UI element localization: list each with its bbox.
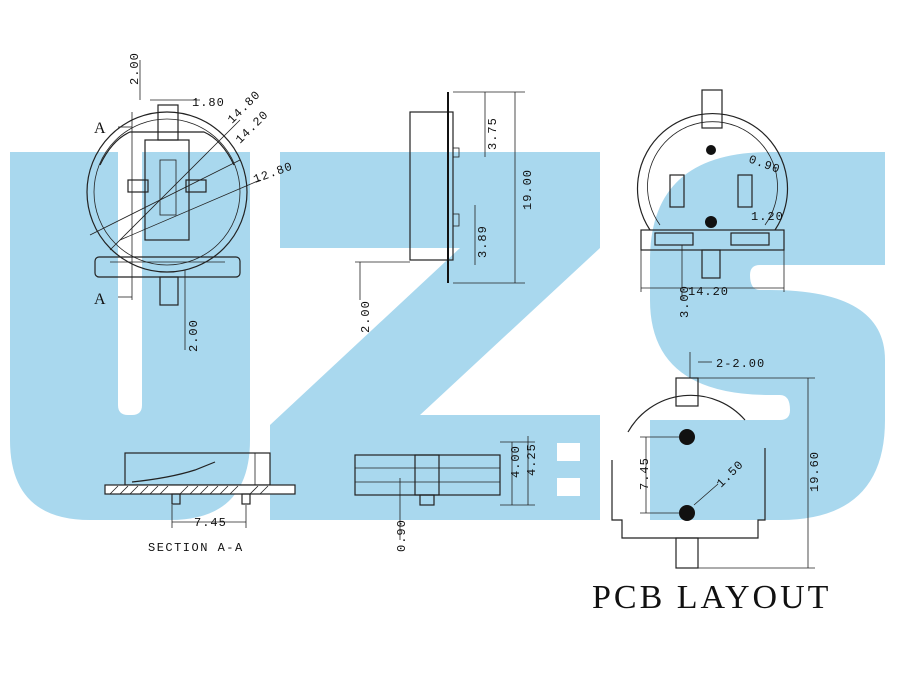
dim-top-hole-large: 1.20 — [751, 210, 784, 224]
side-clip-right — [185, 179, 207, 193]
bottom-pin — [159, 276, 179, 306]
dim-top-pin: 3.00 — [678, 285, 692, 318]
holder-shell — [99, 131, 235, 166]
holder-inner-ring — [93, 118, 241, 266]
dim-pcb-height: 19.60 — [808, 451, 822, 492]
watermark-logo — [10, 152, 885, 520]
watermark-letter-u — [10, 152, 250, 520]
pcb-pad-bottom — [675, 537, 699, 569]
dim-bottom-pin: 0.90 — [395, 519, 409, 552]
contact-tab — [157, 104, 179, 141]
dim-bottom-top: 4.00 — [509, 445, 523, 478]
side-view: 3.75 19.00 3.89 2.00 — [355, 91, 535, 333]
side-body — [409, 111, 454, 261]
hole-small — [706, 145, 716, 155]
pcb-hole-top — [679, 429, 695, 445]
pcb-pad-top — [675, 377, 699, 407]
pcb-layout-view: 2-2.00 7.45 1.50 19.60 PCB LAYOUT — [592, 352, 831, 616]
pcb-layout-title: PCB LAYOUT — [592, 579, 831, 616]
watermark-letter-s — [650, 152, 885, 520]
section-marker-top: A — [94, 120, 106, 137]
dim-top-width: 14.20 — [688, 285, 729, 299]
dim-side-height: 19.00 — [521, 169, 535, 210]
top-tab — [701, 89, 723, 129]
pcb-hole-bottom — [679, 505, 695, 521]
watermark-slot-top — [557, 443, 580, 461]
dim-front-bottom: 2.00 — [187, 319, 201, 352]
section-caption: SECTION A-A — [148, 541, 244, 555]
dim-side-base: 2.00 — [359, 300, 373, 333]
top-inner-arc — [647, 121, 778, 226]
watermark-letter-z — [270, 152, 600, 520]
dim-front-width: 1.80 — [192, 96, 225, 110]
bottom-view: 4.00 4.25 0.90 — [354, 436, 539, 552]
section-view: 7.45 SECTION A-A — [104, 452, 296, 555]
holder-outer-ring — [86, 111, 248, 273]
section-marker-bottom: A — [94, 291, 106, 308]
dim-section-width: 7.45 — [194, 516, 227, 530]
dim-side-upper: 3.75 — [486, 117, 500, 150]
contact-slot — [159, 159, 177, 216]
top-pin — [701, 249, 721, 279]
dim-pcb-pads: 2-2.00 — [716, 357, 765, 371]
dim-side-lower: 3.89 — [476, 225, 490, 258]
dim-bottom-side: 4.25 — [525, 443, 539, 476]
dim-front-top: 2.00 — [128, 52, 142, 85]
dim-pcb-pitch: 7.45 — [638, 457, 652, 490]
top-outer-arc — [636, 113, 789, 231]
watermark-slot-bottom — [557, 478, 580, 496]
side-clip-left — [127, 179, 149, 193]
section-base — [104, 484, 296, 495]
hole-large — [705, 216, 717, 228]
bottom-pin — [419, 494, 435, 506]
